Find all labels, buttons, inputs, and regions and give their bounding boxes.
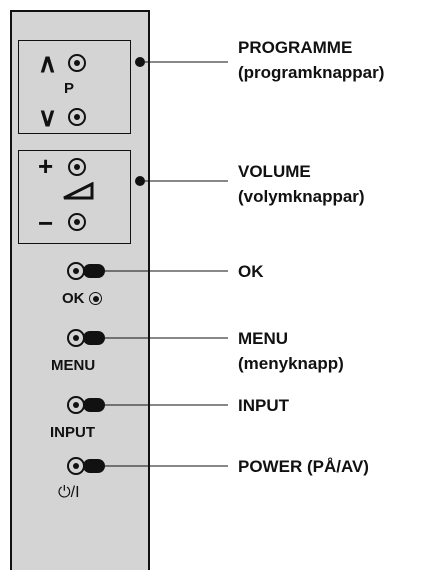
volume-up-button[interactable]	[68, 158, 86, 176]
menu-button-label: MENU	[51, 357, 96, 374]
volume-callout-title: VOLUME	[238, 162, 311, 181]
volume-button-group	[18, 150, 131, 244]
programme-up-button[interactable]	[68, 54, 86, 72]
programme-letter: P	[64, 80, 75, 97]
input-callout-title: INPUT	[238, 396, 289, 415]
menu-callout: MENU (menyknapp)	[238, 326, 344, 376]
volume-minus-sign: −	[38, 208, 54, 238]
programme-callout: PROGRAMME (programknappar)	[238, 35, 384, 85]
power-button-label: ⏻/I	[58, 484, 80, 501]
input-callout: INPUT	[238, 393, 289, 418]
ok-button-label: OK	[62, 290, 85, 307]
volume-callout-subtitle: (volymknappar)	[238, 187, 365, 206]
programme-callout-subtitle: (programknappar)	[238, 63, 385, 82]
volume-plus-sign: +	[38, 151, 54, 181]
ok-callout: OK	[238, 259, 264, 284]
menu-callout-subtitle: (menyknapp)	[238, 354, 344, 373]
programme-up-arrow: ∧	[38, 48, 58, 78]
power-callout: POWER (PÅ/AV)	[238, 454, 369, 479]
volume-down-button[interactable]	[68, 213, 86, 231]
menu-callout-title: MENU	[238, 329, 289, 348]
leader-lines	[100, 61, 228, 467]
tv-side-panel	[10, 10, 150, 570]
programme-down-arrow: ∨	[38, 102, 58, 132]
menu-leader-dot	[83, 331, 105, 345]
volume-callout: VOLUME (volymknappar)	[238, 159, 365, 209]
programme-callout-title: PROGRAMME	[238, 38, 353, 57]
ok-callout-title: OK	[238, 262, 264, 281]
programme-down-button[interactable]	[68, 108, 86, 126]
power-leader-dot	[83, 459, 105, 473]
input-leader-dot	[83, 398, 105, 412]
power-callout-title: POWER (PÅ/AV)	[238, 457, 369, 476]
volume-ramp-icon	[63, 182, 94, 200]
ok-label-mark-icon	[89, 292, 102, 305]
input-button-label: INPUT	[50, 424, 95, 441]
ok-leader-dot	[83, 264, 105, 278]
programme-button-group	[18, 40, 131, 134]
